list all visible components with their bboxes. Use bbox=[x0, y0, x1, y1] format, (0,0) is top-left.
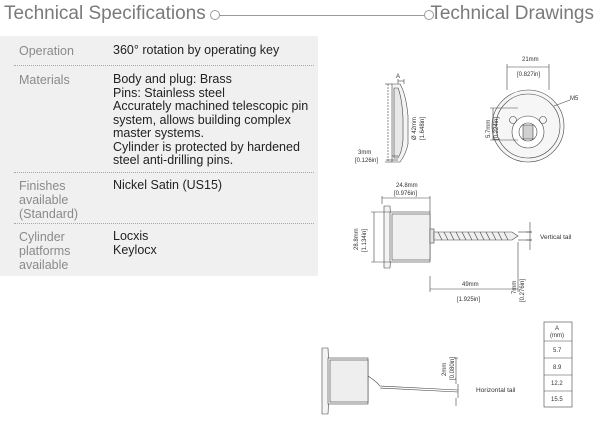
dim-a-label: A bbox=[396, 74, 400, 80]
spec-value: 360° rotation by operating key bbox=[113, 43, 280, 58]
row-divider bbox=[14, 172, 314, 173]
spec-label: Operation bbox=[19, 44, 74, 58]
spec-value-line: Nickel Satin (US15) bbox=[113, 178, 223, 192]
spec-label: Materials bbox=[19, 73, 70, 87]
spec-value-line: 360° rotation by operating key bbox=[113, 43, 280, 57]
spec-value-line: Keylocx bbox=[113, 242, 157, 257]
spec-label-line: (Standard) bbox=[19, 207, 79, 221]
spec-row-platforms: Cylinder platforms available Locxis Keyl… bbox=[0, 224, 318, 276]
dim-288mm: 28.8mm bbox=[354, 228, 360, 250]
spec-value-line: master systems. bbox=[113, 126, 204, 140]
dim-57mm-in: [0.224in] bbox=[494, 117, 500, 140]
a-table-grid bbox=[543, 321, 573, 408]
drawings-svg: A Ø 42mm [1.648in] 3mm [0.126in] 21mm [0… bbox=[321, 57, 579, 415]
row-divider bbox=[14, 65, 314, 66]
row-divider bbox=[14, 223, 314, 224]
spec-label-line: available bbox=[19, 258, 69, 272]
dim-57mm: 5.7mm bbox=[486, 120, 492, 138]
spec-label: Cylinder platforms available bbox=[19, 230, 70, 272]
spec-label: Finishes available (Standard) bbox=[19, 179, 78, 221]
spec-row-operation: Operation 360° rotation by operating key bbox=[0, 36, 318, 66]
technical-drawings: A Ø 42mm [1.648in] 3mm [0.126in] 21mm [0… bbox=[318, 36, 600, 421]
divider-dot-right-icon bbox=[424, 10, 434, 20]
dim-7mm-in: [0.276in] bbox=[520, 279, 526, 302]
spec-value: Locxis Keylocx bbox=[113, 229, 157, 257]
front-view-drawing bbox=[490, 64, 571, 163]
header-divider-line bbox=[216, 15, 428, 16]
a-table-value: 15.5 bbox=[551, 397, 563, 403]
dim-2mm-in: [0.080in] bbox=[450, 357, 456, 380]
dim-248mm: 24.8mm bbox=[396, 183, 418, 189]
a-table-header: A bbox=[555, 326, 559, 332]
spec-label-line: available bbox=[19, 193, 69, 207]
spec-row-materials: Materials Body and plug: Brass Pins: Sta… bbox=[0, 66, 318, 173]
spec-label-line: Cylinder bbox=[19, 230, 65, 244]
dim-diameter-mm: Ø 42mm bbox=[412, 117, 418, 140]
divider-dot-left-icon bbox=[210, 10, 220, 20]
spec-value-line: Locxis bbox=[113, 229, 149, 243]
side-view-drawing bbox=[385, 79, 409, 163]
dim-3mm-in: [0.126in] bbox=[355, 158, 378, 164]
a-table-unit: (mm) bbox=[550, 333, 564, 339]
dim-288mm-in: [1.134in] bbox=[362, 229, 368, 252]
spec-value-line: steel anti-drilling pins. bbox=[113, 153, 234, 167]
header: Technical Specifications Technical Drawi… bbox=[0, 0, 600, 34]
a-table-value: 12.2 bbox=[551, 381, 563, 387]
dim-2mm: 2mm bbox=[442, 363, 448, 376]
spec-value-line: Pins: Stainless steel bbox=[113, 85, 225, 100]
spec-value-line: Cylinder is protected by hardened bbox=[113, 139, 300, 154]
dim-21mm-in: [0.827in] bbox=[517, 72, 540, 78]
dim-m5: M5 bbox=[570, 96, 579, 102]
horizontal-tail-drawing bbox=[321, 347, 459, 415]
a-table-value: 5.7 bbox=[553, 348, 562, 354]
dim-49mm: 49mm bbox=[462, 282, 479, 288]
a-table-value: 8.9 bbox=[553, 365, 562, 371]
vertical-tail-label: Vertical tail bbox=[540, 234, 572, 241]
dim-diameter-in: [1.648in] bbox=[420, 117, 426, 140]
horizontal-tail-label: Horizontal tail bbox=[476, 387, 516, 394]
dim-248mm-in: [0.976in] bbox=[394, 191, 417, 197]
specifications-panel: Operation 360° rotation by operating key… bbox=[0, 36, 318, 276]
spec-row-finishes: Finishes available (Standard) Nickel Sat… bbox=[0, 173, 318, 224]
dim-49mm-in: [1.925in] bbox=[457, 297, 480, 303]
section-title-drawings: Technical Drawings bbox=[430, 3, 594, 24]
dim-7mm: 7mm bbox=[512, 281, 518, 294]
spec-value: Body and plug: Brass Pins: Stainless ste… bbox=[113, 72, 309, 168]
spec-label-line: platforms bbox=[19, 244, 71, 258]
spec-value-line: Accurately machined telescopic pin bbox=[113, 99, 309, 113]
spec-value-line: Body and plug: Brass bbox=[113, 72, 232, 86]
section-title-specifications: Technical Specifications bbox=[4, 3, 206, 24]
dim-3mm: 3mm bbox=[358, 150, 371, 156]
dim-21mm: 21mm bbox=[522, 57, 539, 63]
spec-value-line: system, allows building complex bbox=[113, 112, 291, 127]
profile-drawing bbox=[371, 196, 532, 292]
spec-label-line: Finishes bbox=[19, 179, 66, 193]
spec-value: Nickel Satin (US15) bbox=[113, 178, 223, 193]
